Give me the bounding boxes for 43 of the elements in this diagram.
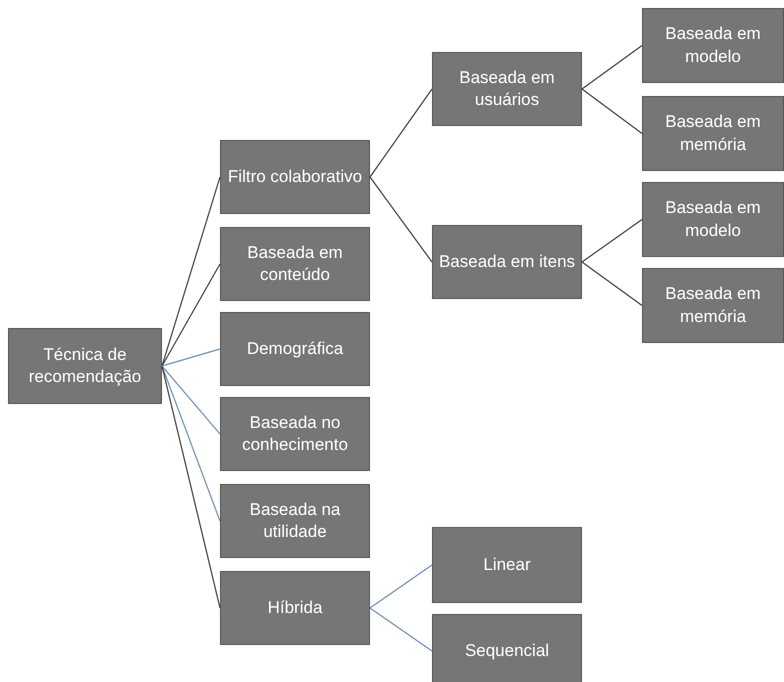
connector-line — [161, 264, 221, 366]
category-box — [642, 182, 784, 257]
node-label: Sequencial — [464, 640, 550, 662]
connector-line — [582, 88, 642, 134]
connector-line — [161, 366, 221, 522]
connector-line — [582, 219, 642, 262]
connector-line — [370, 88, 432, 178]
category-box — [642, 268, 784, 343]
category-box — [432, 527, 582, 603]
category-box — [220, 397, 370, 471]
node-label: Demográfica — [246, 338, 344, 360]
connector-line — [582, 45, 642, 90]
category-box — [432, 52, 582, 126]
category-box — [8, 328, 162, 404]
category-box — [220, 312, 370, 386]
node-label: Baseada em usuários — [458, 66, 556, 111]
node-label: Híbrida — [266, 596, 324, 619]
node-label: Baseada na utilidade — [248, 498, 342, 543]
connector-line — [370, 564, 432, 608]
node-label: Baseada em conteúdo — [246, 242, 344, 286]
node-label: Baseada em memória — [664, 283, 762, 328]
category-box — [220, 571, 370, 645]
connector-line — [370, 176, 432, 262]
node-label: Baseada no conhecimento — [241, 412, 349, 456]
node-label: Baseada em itens — [438, 250, 576, 273]
connector-line — [370, 608, 432, 652]
connector-line — [161, 366, 221, 608]
node-label: Linear — [482, 554, 532, 576]
connector-line — [162, 366, 220, 434]
category-box — [642, 8, 784, 83]
category-box — [220, 140, 370, 214]
category-box — [432, 614, 582, 682]
connector-line — [162, 348, 220, 367]
node-label: Filtro colaborativo — [226, 166, 364, 188]
category-box — [220, 227, 370, 301]
category-box — [642, 96, 784, 171]
category-box — [220, 484, 370, 558]
category-box — [432, 225, 582, 299]
node-label: Baseada em memória — [664, 111, 762, 156]
node-label: Baseada em modelo — [664, 197, 762, 242]
connector-line — [582, 262, 642, 306]
node-label: Técnica de recomendação — [28, 344, 142, 388]
node-label: Baseada em modelo — [664, 23, 762, 68]
